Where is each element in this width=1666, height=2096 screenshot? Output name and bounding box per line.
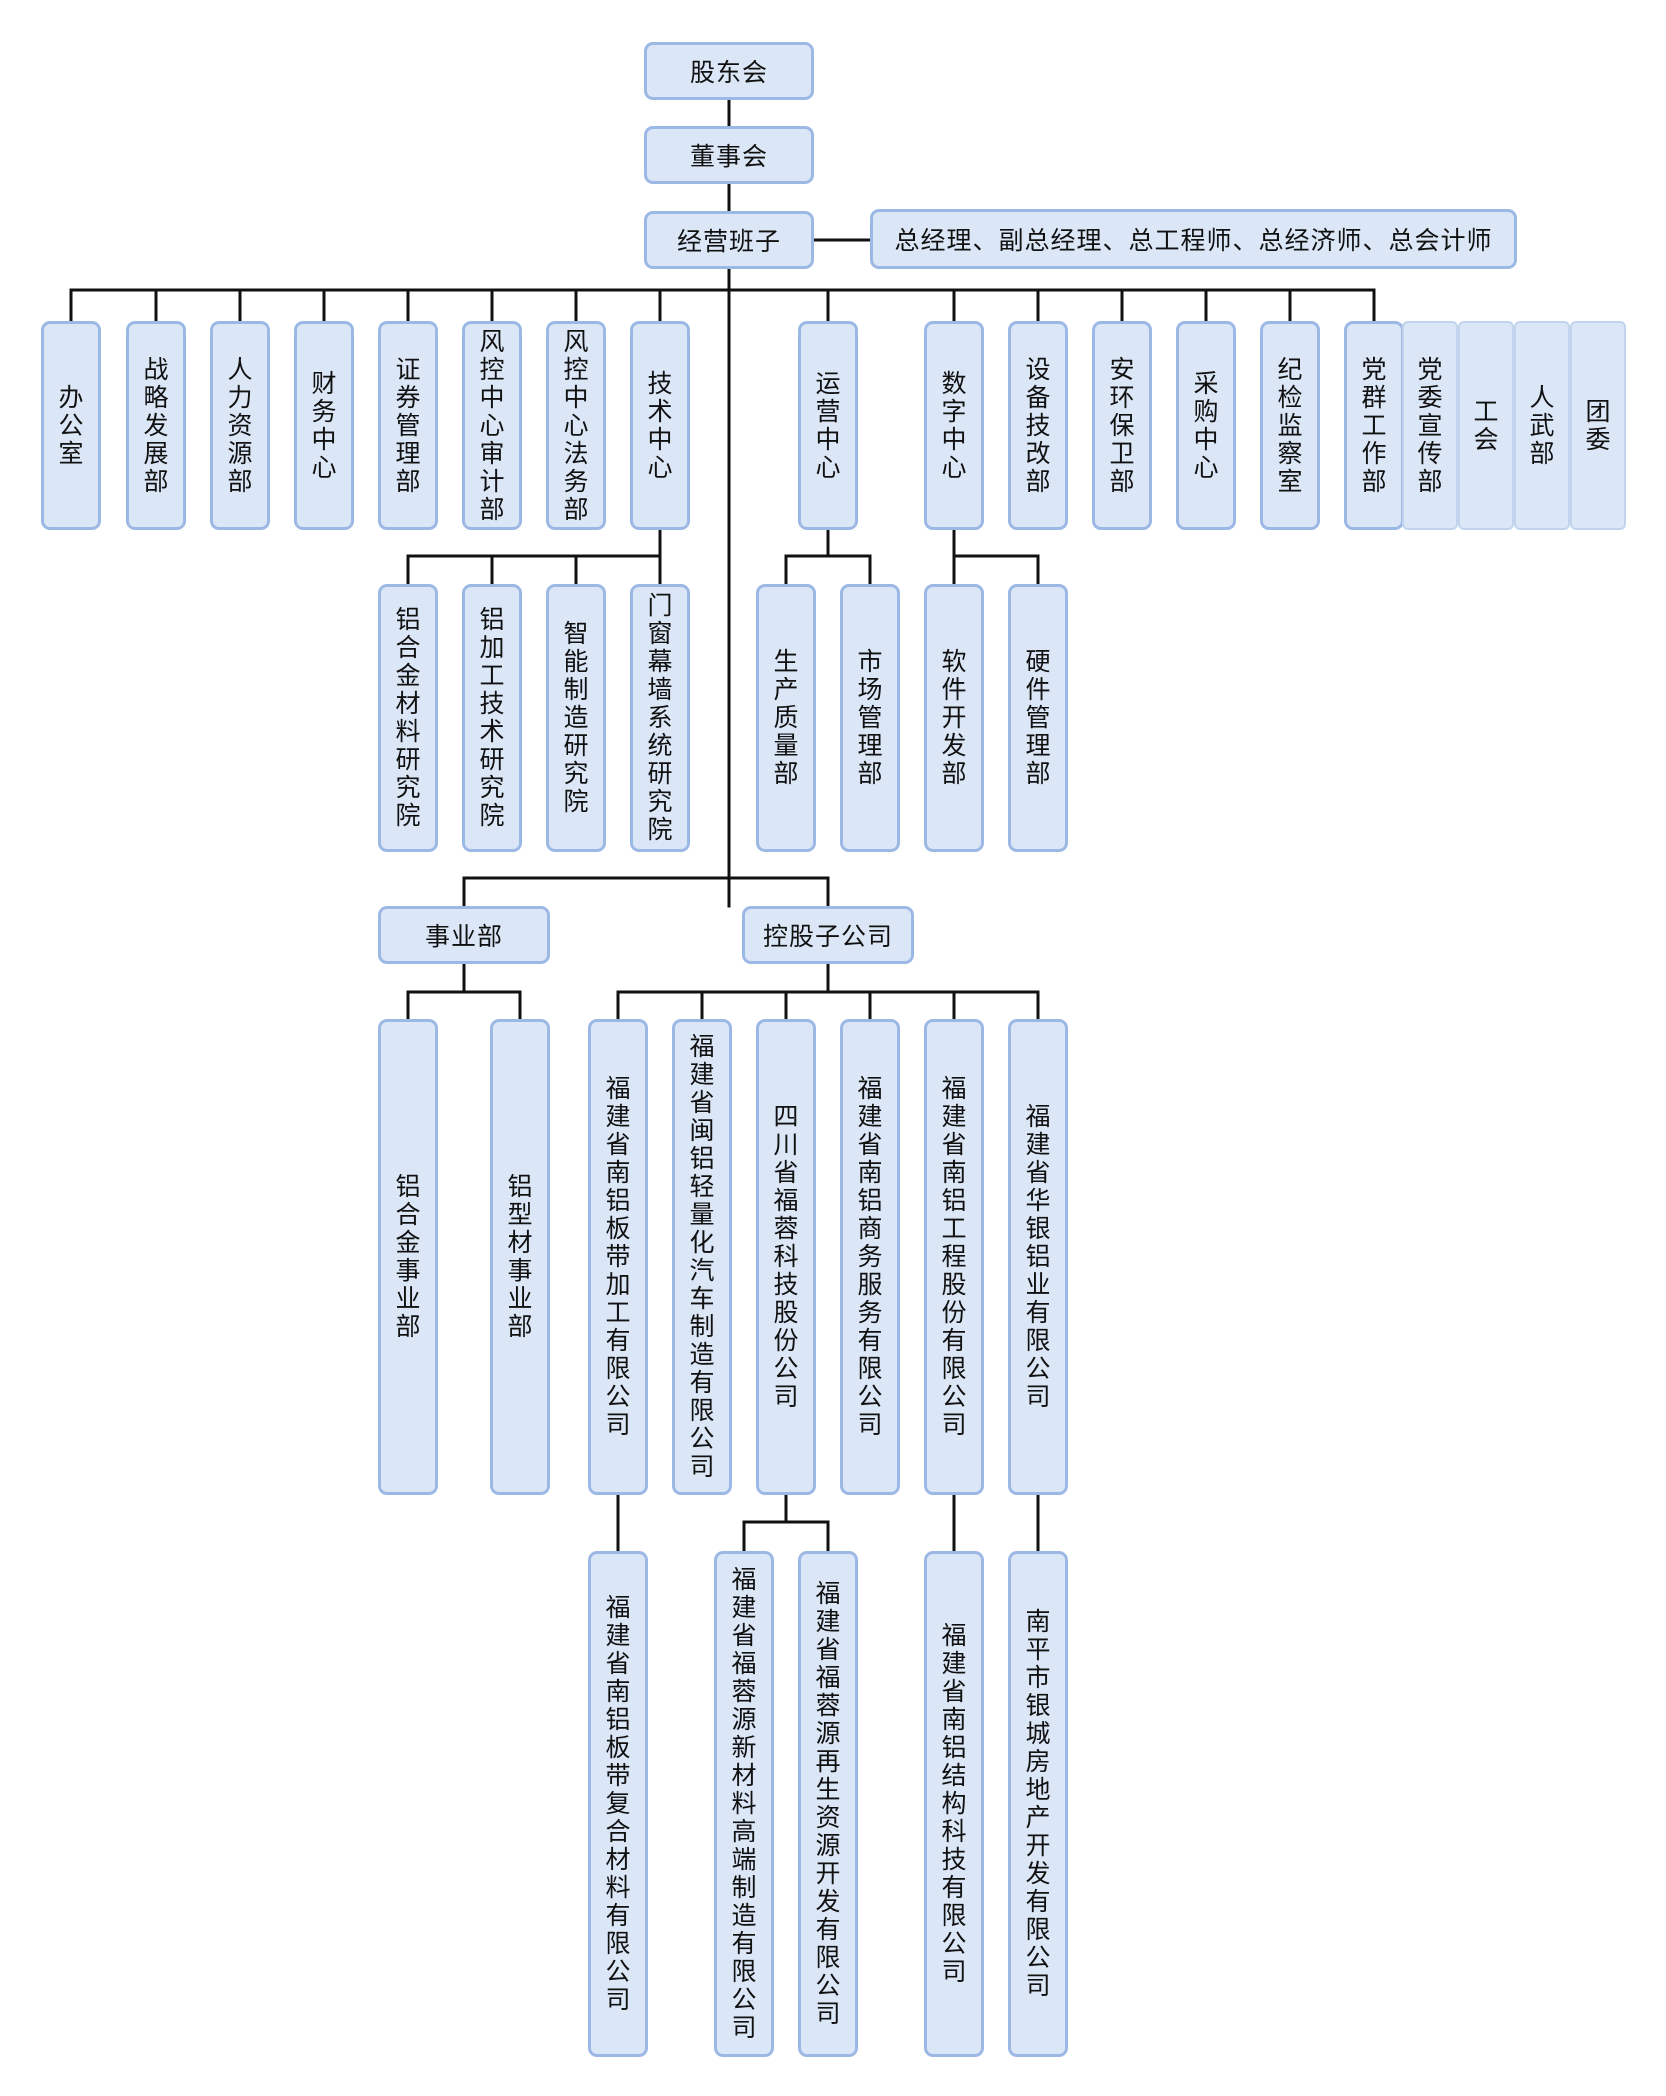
org-box-sub6: 福建省华银铝业有限公司 <box>1008 1019 1068 1495</box>
org-box-alloy-inst: 铝合金材料研究院 <box>378 584 438 852</box>
org-box-label: 运营中心 <box>815 368 841 482</box>
org-box-alloy-div: 铝合金事业部 <box>378 1019 438 1495</box>
org-box-label: 风控中心审计部 <box>479 326 505 524</box>
org-box-party-pub: 党委宣传部 <box>1402 321 1458 530</box>
org-box-label: 纪检监察室 <box>1277 354 1303 496</box>
org-box-profile-div: 铝型材事业部 <box>490 1019 550 1495</box>
org-box-safety: 安环保卫部 <box>1092 321 1152 530</box>
org-box-label: 智能制造研究院 <box>563 619 589 816</box>
org-box-label: 董事会 <box>689 142 768 171</box>
org-box-digital: 数字中心 <box>924 321 984 530</box>
org-box-label: 生产质量部 <box>773 647 799 788</box>
org-box-label: 福建省华银铝业有限公司 <box>1025 1102 1051 1411</box>
org-box-equipment: 设备技改部 <box>1008 321 1068 530</box>
org-box-label: 市场管理部 <box>857 647 883 788</box>
org-box-tech: 技术中心 <box>630 321 690 530</box>
org-box-label: 团委 <box>1585 396 1611 454</box>
org-box-label: 铝合金事业部 <box>395 1172 421 1341</box>
org-box-sub1: 福建省南铝板带加工有限公司 <box>588 1019 648 1495</box>
org-box-risk-audit: 风控中心审计部 <box>462 321 522 530</box>
org-box-label: 四川省福蓉科技股份公司 <box>773 1102 799 1411</box>
org-box-sub2: 福建省闽铝轻量化汽车制造有限公司 <box>672 1019 732 1495</box>
org-box-label: 采购中心 <box>1193 368 1219 482</box>
org-box-label: 总经理、副总经理、总工程师、总经济师、总会计师 <box>894 226 1493 255</box>
org-box-board: 董事会 <box>644 126 814 184</box>
org-box-label: 福建省南铝商务服务有限公司 <box>857 1074 883 1439</box>
org-box-label: 工会 <box>1473 396 1499 454</box>
org-box-label: 门窗幕墙系统研究院 <box>647 591 673 844</box>
org-box-label: 软件开发部 <box>941 647 967 788</box>
org-box-label: 铝合金材料研究院 <box>395 605 421 830</box>
org-box-label: 经营班子 <box>676 227 781 256</box>
org-box-union: 工会 <box>1458 321 1514 530</box>
org-box-hardware: 硬件管理部 <box>1008 584 1068 852</box>
org-box-subsidiaries: 控股子公司 <box>742 906 914 964</box>
org-box-strategy: 战略发展部 <box>126 321 186 530</box>
org-box-hr: 人力资源部 <box>210 321 270 530</box>
org-box-smart-inst: 智能制造研究院 <box>546 584 606 852</box>
org-box-label: 福建省南铝工程股份有限公司 <box>941 1074 967 1439</box>
org-box-quality: 生产质量部 <box>756 584 816 852</box>
org-box-label: 福建省福蓉源新材料高端制造有限公司 <box>731 1565 757 2042</box>
org-box-software: 软件开发部 <box>924 584 984 852</box>
org-box-purchase: 采购中心 <box>1176 321 1236 530</box>
org-box-sub5a: 福建省南铝结构科技有限公司 <box>924 1551 984 2057</box>
org-box-business-div: 事业部 <box>378 906 550 964</box>
org-box-sub1a: 福建省南铝板带复合材料有限公司 <box>588 1551 648 2057</box>
org-box-sub6a: 南平市银城房地产开发有限公司 <box>1008 1551 1068 2057</box>
org-box-finance: 财务中心 <box>294 321 354 530</box>
org-box-window-inst: 门窗幕墙系统研究院 <box>630 584 690 852</box>
org-box-label: 党委宣传部 <box>1417 354 1443 496</box>
org-box-label: 设备技改部 <box>1025 354 1051 496</box>
org-box-sub5: 福建省南铝工程股份有限公司 <box>924 1019 984 1495</box>
org-box-operation: 运营中心 <box>798 321 858 530</box>
org-box-label: 福建省南铝结构科技有限公司 <box>941 1621 967 1986</box>
org-box-label: 福建省南铝板带复合材料有限公司 <box>605 1593 631 2014</box>
org-box-label: 办公室 <box>58 382 84 468</box>
org-box-shareholders: 股东会 <box>644 42 814 100</box>
org-box-label: 数字中心 <box>941 368 967 482</box>
org-box-label: 人武部 <box>1529 382 1555 468</box>
org-box-armed: 人武部 <box>1514 321 1570 530</box>
org-box-sub4: 福建省南铝商务服务有限公司 <box>840 1019 900 1495</box>
org-box-league: 团委 <box>1570 321 1626 530</box>
org-box-market: 市场管理部 <box>840 584 900 852</box>
org-box-label: 股东会 <box>689 58 768 87</box>
org-box-label: 证券管理部 <box>395 354 421 496</box>
org-box-securities: 证券管理部 <box>378 321 438 530</box>
org-box-label: 福建省福蓉源再生资源开发有限公司 <box>815 1579 841 2028</box>
org-box-sub3b: 福建省福蓉源再生资源开发有限公司 <box>798 1551 858 2057</box>
org-box-label: 铝加工技术研究院 <box>479 605 505 830</box>
org-box-process-inst: 铝加工技术研究院 <box>462 584 522 852</box>
org-box-label: 福建省南铝板带加工有限公司 <box>605 1074 631 1439</box>
org-box-discipline: 纪检监察室 <box>1260 321 1320 530</box>
org-box-label: 事业部 <box>424 922 503 951</box>
org-box-label: 安环保卫部 <box>1109 354 1135 496</box>
org-box-label: 人力资源部 <box>227 354 253 496</box>
org-box-management: 经营班子 <box>644 211 814 269</box>
org-box-label: 技术中心 <box>647 368 673 482</box>
org-box-label: 党群工作部 <box>1361 354 1387 496</box>
org-box-party: 党群工作部 <box>1344 321 1404 530</box>
org-box-label: 福建省闽铝轻量化汽车制造有限公司 <box>689 1032 715 1481</box>
org-box-label: 硬件管理部 <box>1025 647 1051 788</box>
org-box-label: 控股子公司 <box>762 922 893 951</box>
org-box-label: 南平市银城房地产开发有限公司 <box>1025 1607 1051 2000</box>
org-box-risk-legal: 风控中心法务部 <box>546 321 606 530</box>
org-box-sub3: 四川省福蓉科技股份公司 <box>756 1019 816 1495</box>
org-box-executives: 总经理、副总经理、总工程师、总经济师、总会计师 <box>870 209 1517 269</box>
org-box-office: 办公室 <box>41 321 101 530</box>
org-box-label: 风控中心法务部 <box>563 326 589 524</box>
org-box-label: 财务中心 <box>311 368 337 482</box>
org-box-label: 铝型材事业部 <box>507 1172 533 1341</box>
org-box-label: 战略发展部 <box>143 354 169 496</box>
org-box-sub3a: 福建省福蓉源新材料高端制造有限公司 <box>714 1551 774 2057</box>
